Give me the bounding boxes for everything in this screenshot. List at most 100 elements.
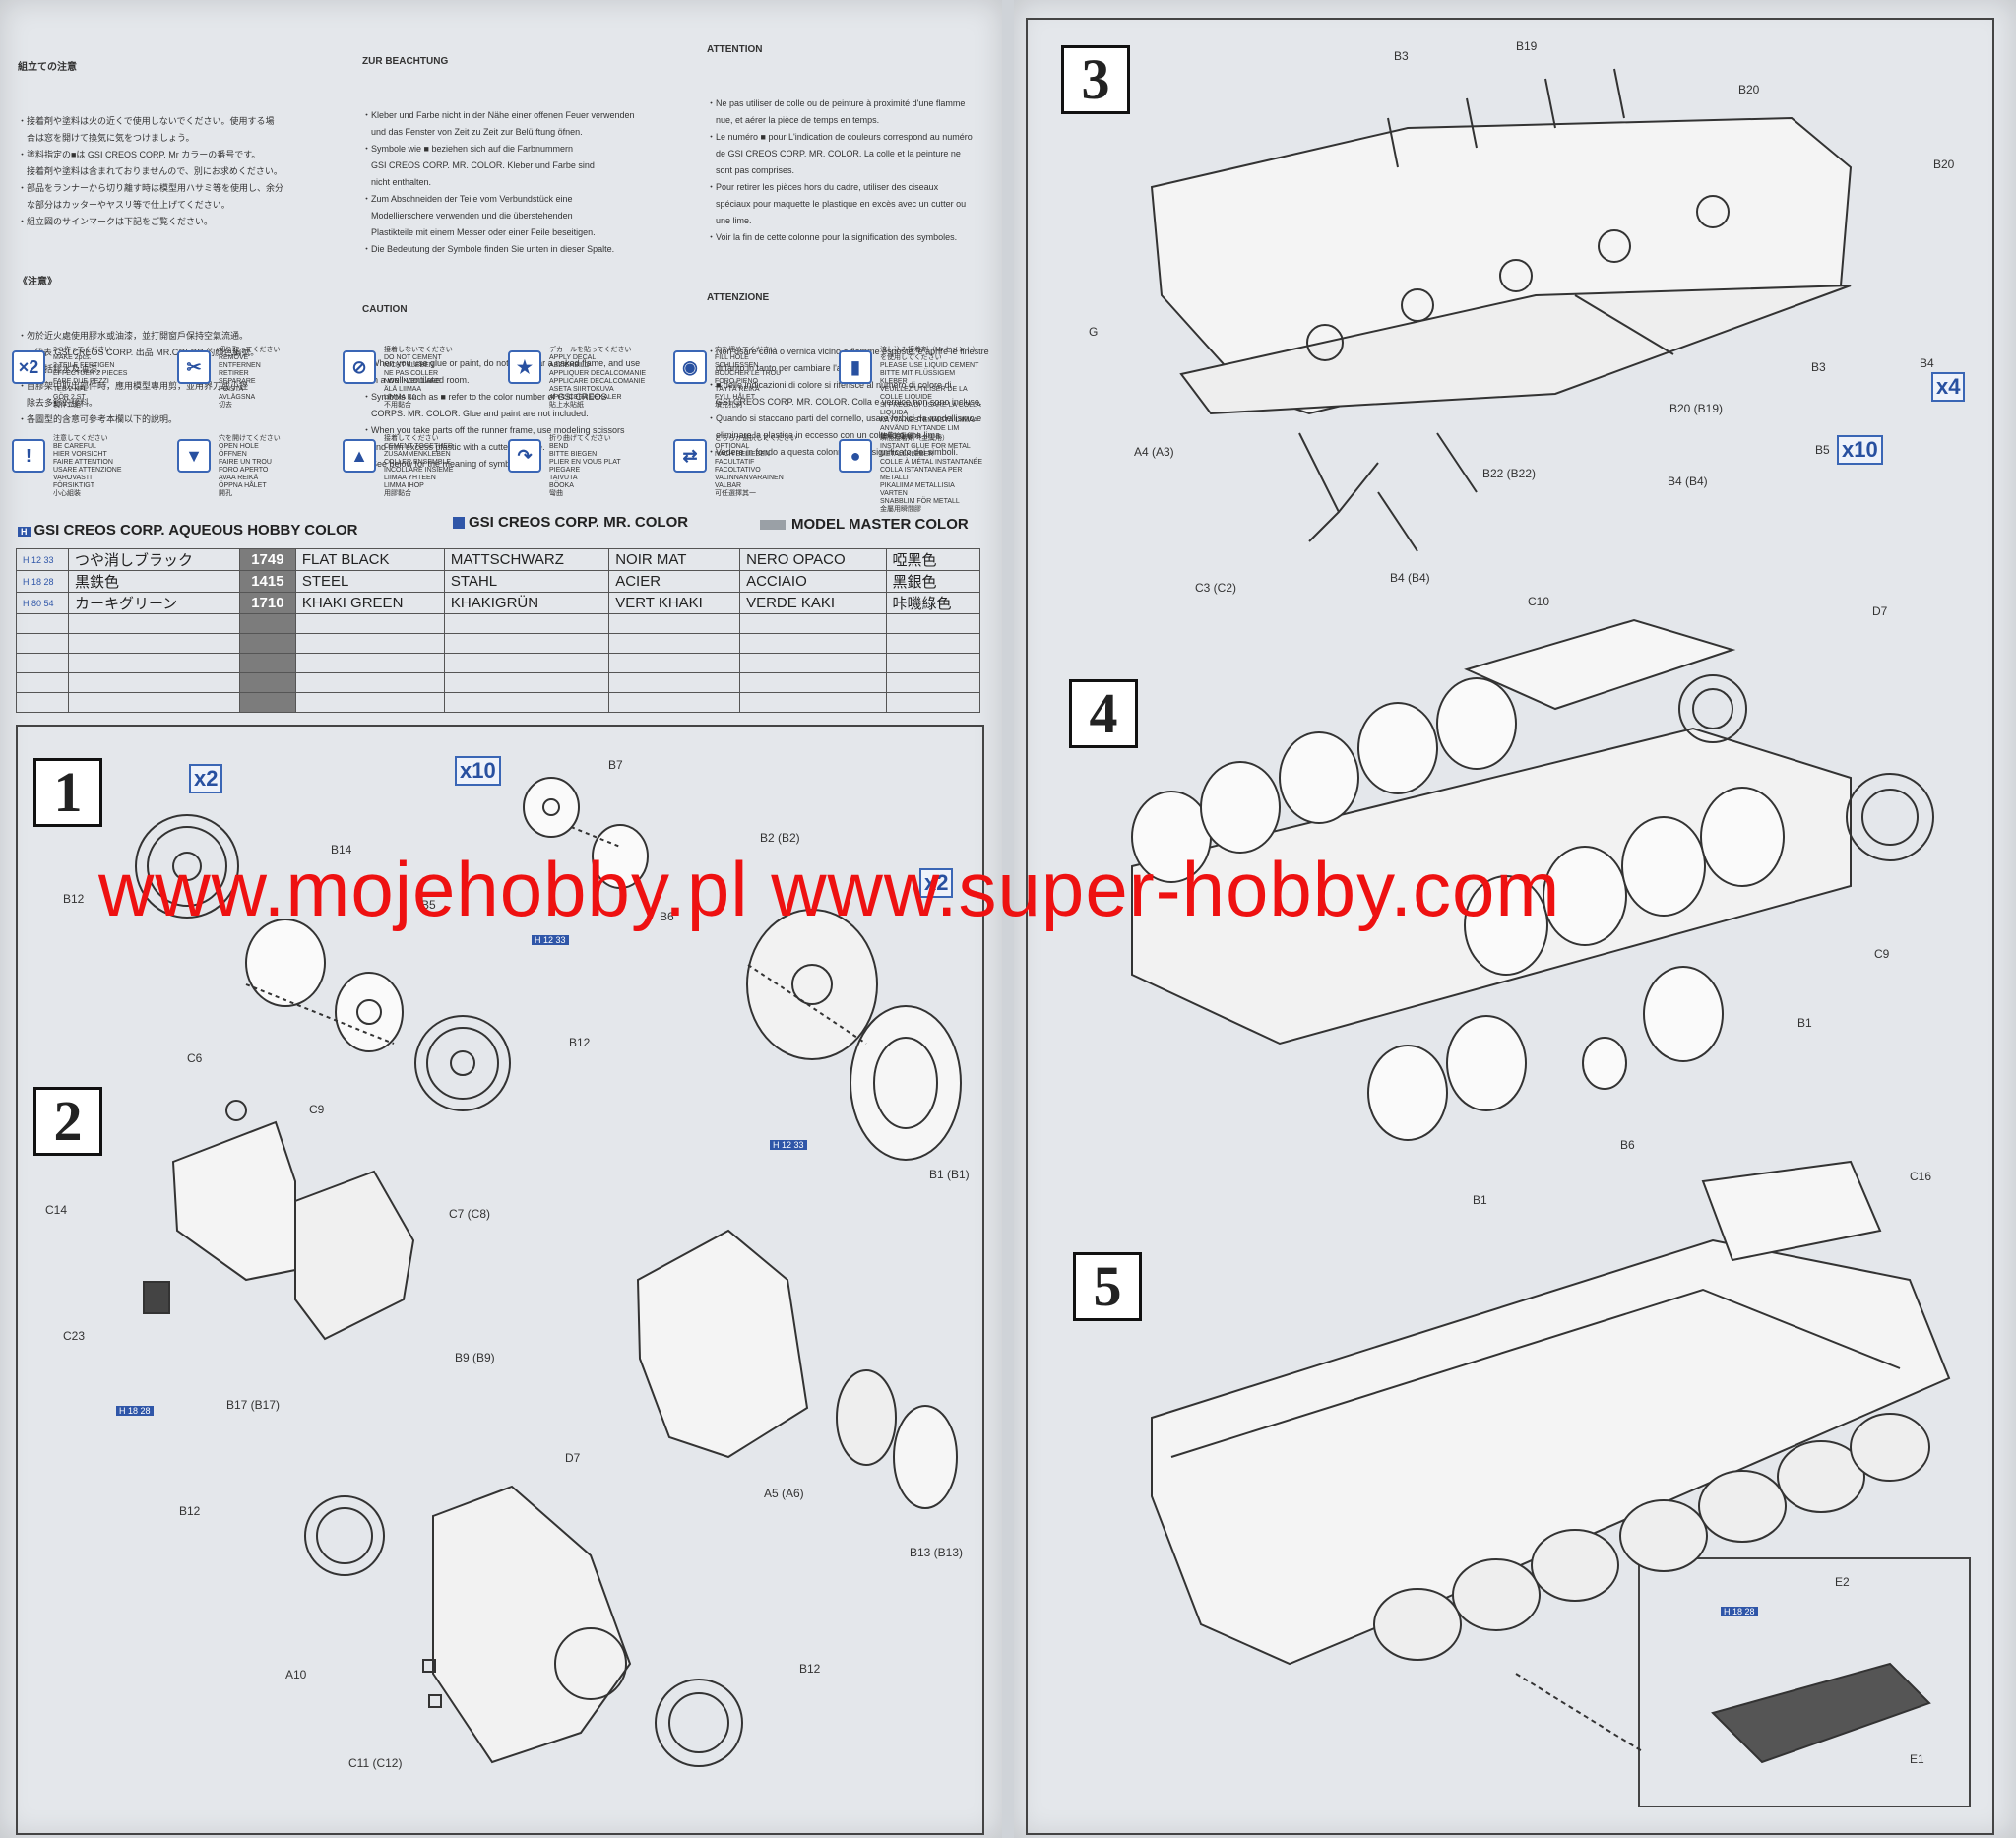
step2-drawing: [143, 1100, 958, 1767]
part-label: C7 (C8): [449, 1207, 491, 1221]
color-cell-de: [443, 692, 610, 713]
color-row: [16, 672, 981, 693]
part-label: B4: [1920, 356, 1934, 370]
note-line: ・Die Bedeutung der Symbole finden Sie un…: [362, 244, 615, 254]
note-line: ・Voir la fin de cette colonne pour la si…: [707, 232, 958, 242]
step-3-number: 3: [1061, 45, 1130, 114]
note-line: ・勿於近火處使用膠水或油漆，並打開窗戶保持空氣流通。: [18, 331, 249, 341]
step3-count-x4: x4: [1931, 372, 1966, 402]
part-label: D7: [1872, 604, 1888, 618]
color-cell-fr: NOIR MAT: [608, 548, 741, 571]
part-label: B3: [1394, 49, 1409, 63]
part-label: C23: [63, 1329, 86, 1343]
note-line: spéciaux pour maquette le plastique en e…: [707, 199, 967, 209]
part-label: B4 (B4): [1668, 475, 1708, 488]
no-glue-icon: ⊘: [343, 350, 376, 384]
part-label: B1: [1797, 1016, 1812, 1030]
notes-en-title: CAUTION: [362, 304, 408, 315]
note-line: ・塗料指定の■は GSI CREOS CORP. Mr カラーの番号です。: [18, 150, 261, 159]
part-label: B20: [1738, 83, 1760, 96]
fill-hole-icon: ◉: [673, 350, 707, 384]
legend-text: 注意してください BE CAREFUL HIER VORSICHT FAIRE …: [53, 435, 122, 497]
steps-3-5-frame: [1026, 18, 1994, 1835]
optional-icon: ⇄: [673, 439, 707, 473]
part-label: C9: [309, 1103, 325, 1116]
step-4-number: 4: [1069, 679, 1138, 748]
note-line: de GSI CREOS CORP. MR. COLOR. La colle e…: [707, 149, 961, 158]
part-label: B9 (B9): [455, 1351, 495, 1364]
sprocket-icon: [135, 814, 239, 919]
step1-paint-tag: H 12 33: [532, 935, 569, 945]
sprocket-icon: [655, 1679, 743, 1767]
part-label: C10: [1528, 595, 1550, 608]
part-label: C11 (C12): [348, 1756, 403, 1770]
color-cell-en: KHAKI GREEN: [294, 592, 445, 614]
note-line: ・各圖型的含意可參考本欄以下的說明。: [18, 414, 178, 424]
part-label: B12: [569, 1036, 591, 1049]
color-cell-fr: VERT KHAKI: [608, 592, 741, 614]
part-label: B13 (B13): [910, 1546, 964, 1559]
color-cell-code: [238, 653, 296, 673]
color-cell-it: VERDE KAKI: [739, 592, 887, 614]
step5-paint-tag: H 18 28: [1721, 1607, 1758, 1616]
part-label: G: [1089, 325, 1099, 339]
watermark: www.mojehobby.pl www.super-hobby.com: [98, 846, 1561, 932]
note-line: ・Quando si staccano parti del cornello, …: [707, 413, 982, 423]
part-label: B20: [1933, 158, 1955, 171]
color-row: [16, 613, 981, 634]
legend-text: どちらか選択してください OPTIONAL NACH BELIEBEN FACU…: [715, 435, 797, 497]
note-line: Plastikteile mit einem Messer oder einer…: [362, 227, 596, 237]
step1-count-x2: x2: [189, 764, 223, 793]
note-line: ・Symbols such as ■ refer to the color nu…: [362, 392, 607, 402]
notes-jp-body: ・接着剤や塗料は火の近くで使用しないでください。使用する場 合は窓を開けて換気に…: [18, 113, 352, 230]
mr-swatch: [453, 517, 465, 530]
legend-text: デカールを貼ってください APPLY DECAL ABZIEHBILD APPL…: [549, 347, 647, 409]
part-label: B1 (B1): [929, 1168, 970, 1181]
part-label: A10: [285, 1668, 307, 1681]
sprocket-icon: [414, 1015, 511, 1111]
note-line: eliminare la plastica in eccesso con un …: [707, 430, 943, 440]
color-cell-de: STAHL: [443, 570, 610, 593]
color-cell-cn: 啞黑色: [885, 548, 981, 571]
note-line: 合は窓を開けて換気に気をつけましょう。: [18, 133, 195, 143]
aqueous-label: GSI CREOS CORP. AQUEOUS HOBBY COLOR: [33, 522, 358, 539]
part-label: C9: [1874, 947, 1890, 961]
color-row: [16, 692, 981, 713]
note-line: une lime.: [707, 216, 752, 225]
cement-icon: ▲: [343, 439, 376, 473]
note-line: ・自膠架中取出部件時，應用模型專用剪，並用界刀或小銼: [18, 381, 249, 391]
legend-text: 2つ作ってください MAKE 2pcs. 2 TEILE FERTIGEN EF…: [53, 347, 128, 409]
color-cell-en: FLAT BLACK: [294, 548, 445, 571]
sprocket-icon: [1846, 773, 1934, 861]
mm-swatch: [760, 520, 786, 531]
legend-text: 接着してください CEMENT TOGETHER ZUSAMMENKLEBEN …: [384, 435, 454, 497]
part-label: B12: [63, 892, 85, 906]
step3-count-x10: x10: [1837, 435, 1883, 465]
color-cell-code: [238, 692, 296, 713]
legend-text: 瞬間接着剤（金属用） INSTANT GLUE FOR METAL METALL…: [880, 435, 982, 513]
legend-text: 切り取ってください REMOVE ENTFERNEN RETIRER SEPAR…: [219, 347, 281, 409]
part-label: A4 (A3): [1134, 445, 1174, 459]
note-line: Modellierschere verwenden und die überst…: [362, 211, 573, 221]
color-cell-jp: つや消しブラック: [68, 548, 240, 571]
part-label: B6: [660, 910, 674, 923]
note-line: nicht enthalten.: [362, 177, 432, 187]
x2-icon: ×2: [12, 350, 45, 384]
notes-fr-title: ATTENTION: [707, 44, 763, 55]
note-line: GSI CREOS CORP. MR. COLOR. Kleber und Fa…: [362, 160, 595, 170]
part-label: B4 (B4): [1390, 571, 1430, 585]
mm-label: MODEL MASTER COLOR: [791, 516, 969, 533]
part-label: B7: [608, 758, 623, 772]
step1-drawing: [135, 777, 962, 1161]
notes-de-title: ZUR BEACHTUNG: [362, 56, 449, 67]
note-line: sont pas comprises.: [707, 165, 795, 175]
part-label: C6: [187, 1051, 203, 1065]
note-line: ・Le numéro ■ pour L'indication de couleu…: [707, 132, 973, 142]
note-line: な部分はカッターやヤスリ等で仕上げてください。: [18, 200, 230, 210]
part-label: A5 (A6): [764, 1487, 804, 1500]
step-5-number: 5: [1073, 1252, 1142, 1321]
step4-drawing: [1131, 618, 1934, 1141]
aqueous-swatch: H: [18, 527, 31, 537]
